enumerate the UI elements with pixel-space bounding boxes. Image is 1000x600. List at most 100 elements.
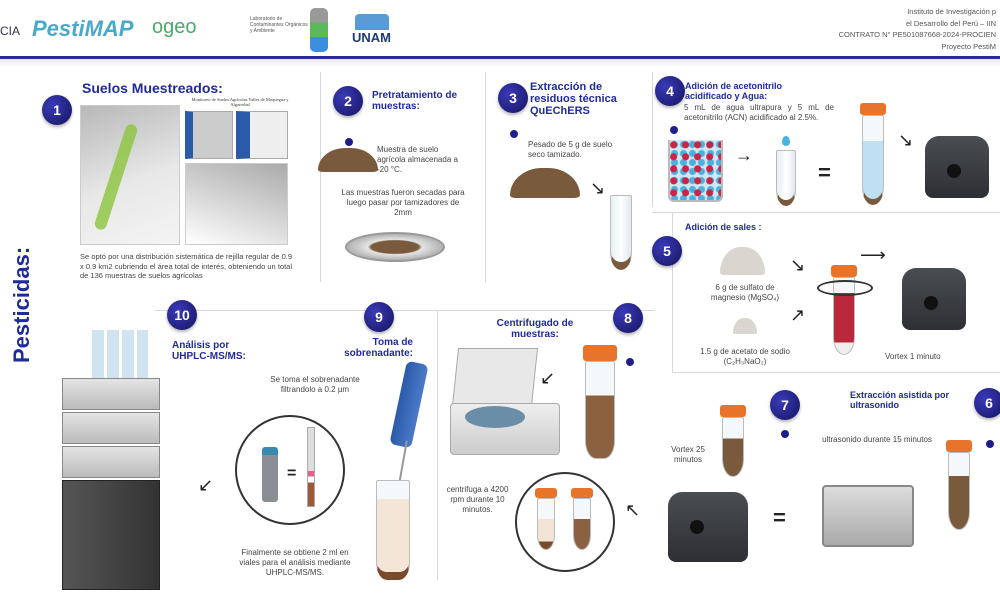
pipette-icon [389,360,429,449]
solvent-bottles-icon [92,330,148,378]
map-title: Monitoreo de Suelos Agrícolas Valles de … [191,97,289,107]
tube-cap-icon [720,405,746,417]
step-3-title: Extracción de residuos técnica QuEChERS [530,81,617,117]
step-dot [626,358,634,366]
step-number-7: 7 [770,390,800,420]
step-8-text: centrifuga a 4200 rpm durante 10 minutos… [446,485,509,514]
step-dot [510,130,518,138]
institution-info: Instituto de Investigación p el Desarrol… [839,6,996,52]
step-dot [986,440,994,448]
step-5-text3: Vortex 1 minuto [885,352,941,361]
detail-map [185,163,288,245]
ogeo-logo: ogeo [152,16,197,38]
arrow-icon: ↙ [540,368,556,388]
step-2-title: Pretratamiento de muestras: [372,90,458,112]
logo-fragment: CIA [0,24,21,38]
peru-map [236,111,288,159]
divider [155,310,655,311]
water-drop-icon [782,136,790,146]
instrument-module [62,446,160,478]
step-dot [345,138,353,146]
header-shadow [0,59,1000,67]
step-number-6: 6 [974,388,1000,418]
separated-tube-icon [535,488,557,550]
side-title: Pesticidas: [9,246,34,363]
vortex-mixer-icon [668,492,748,562]
centrifuge-icon [450,348,562,460]
arrow-icon: ↘ [590,178,606,198]
lab-hex-icon [310,8,328,52]
arrow-icon: ↘ [898,130,914,150]
tube-body [833,277,855,355]
arrow-icon: ↘ [790,255,806,275]
step-1-title: Suelos Muestreados: [82,80,223,96]
arrow-icon: → [735,145,753,165]
step-number-3: 3 [498,83,528,113]
tube-cap-icon [571,488,593,498]
divider [672,212,673,372]
rotation-icon [817,280,873,296]
tube-body [537,498,555,550]
step-dot [670,126,678,134]
mass-spectrometer [62,480,160,590]
tube-body [573,498,591,550]
step-1-text: Se optó por una distribución sistemática… [80,252,292,280]
soil-pile-icon [318,148,378,172]
header: CIA PestiMAP ogeo Laboratorio de Contami… [0,0,1000,56]
vortex-mixer-icon [902,268,966,330]
tube-with-soil-icon [776,150,796,206]
salt-tube-icon [831,265,857,355]
step-number-4: 4 [655,76,685,106]
step-10-title: Análisis por UHPLC-MS/MS: [172,340,246,362]
instrument-module [62,412,160,444]
tube-body [948,452,970,530]
institution-line: CONTRATO N° PE501087668-2024-PROCIEN [838,30,996,39]
step-3-text: Pesado de 5 g de suelo seco tamizado. [528,140,613,159]
vortex-mixer-icon [925,136,989,198]
lab-logo: Laboratorio de Contaminantes Orgánicos y… [250,16,308,34]
step-4-title: Adición de acetonitrilo acidificado y Ag… [685,81,783,101]
tube-body [722,417,744,477]
filled-tube-icon [860,103,886,205]
mixed-tube-icon [571,488,593,550]
sodium-acetate-powder-icon [733,318,757,334]
magnesium-sulfate-powder-icon [720,247,765,275]
location-map [185,111,233,159]
divider [672,372,1000,373]
ultrasonic-tube-icon [946,440,972,530]
tube-cap-icon [535,488,557,498]
tube-body [585,361,615,459]
equals-icon: = [287,465,296,482]
centrifuge-result-zoom [515,472,615,572]
step-number-5: 5 [652,236,682,266]
tube-cap-icon [946,440,972,452]
institution-line: Proyecto PestiM [941,41,996,51]
centrifuge-rotor [465,406,525,428]
empty-tube-icon [610,195,632,270]
tube-cap-icon [860,103,886,115]
step-6-text: ultrasonido durante 15 minutos [822,435,932,444]
equals-icon: = [773,505,786,530]
soil-sampling-map: Monitoreo de Suelos Agrícolas Valles de … [80,97,290,247]
unam-emblem-icon [354,14,389,30]
divider [652,72,653,207]
centrifuge-lid [451,348,539,406]
institution-line: Instituto de Investigación p [907,7,996,16]
centrifuge-tube-icon [583,345,617,459]
filter-zoom: = [235,415,345,525]
arrow-icon: ↖ [625,500,641,520]
syringe-filter-icon [307,427,315,507]
step-5-text2: 1.5 g de acetato de sodio (C₂H₃NaO₂) [700,347,790,366]
supernatant-tube-icon [376,480,410,580]
step-8-title: Centrifugado de muestras: [496,318,574,340]
vial-icon [262,447,278,502]
step-dot [781,430,789,438]
step-number-8: 8 [613,303,643,333]
header-divider [0,56,1000,59]
vortexed-tube-icon [720,405,746,477]
divider [320,72,321,282]
sieve-icon [345,232,445,262]
step-9-text2: Finalmente se obtiene 2 ml en viales par… [239,548,351,577]
ultrasonic-bath-icon [822,485,914,547]
step-number-10: 10 [167,300,197,330]
